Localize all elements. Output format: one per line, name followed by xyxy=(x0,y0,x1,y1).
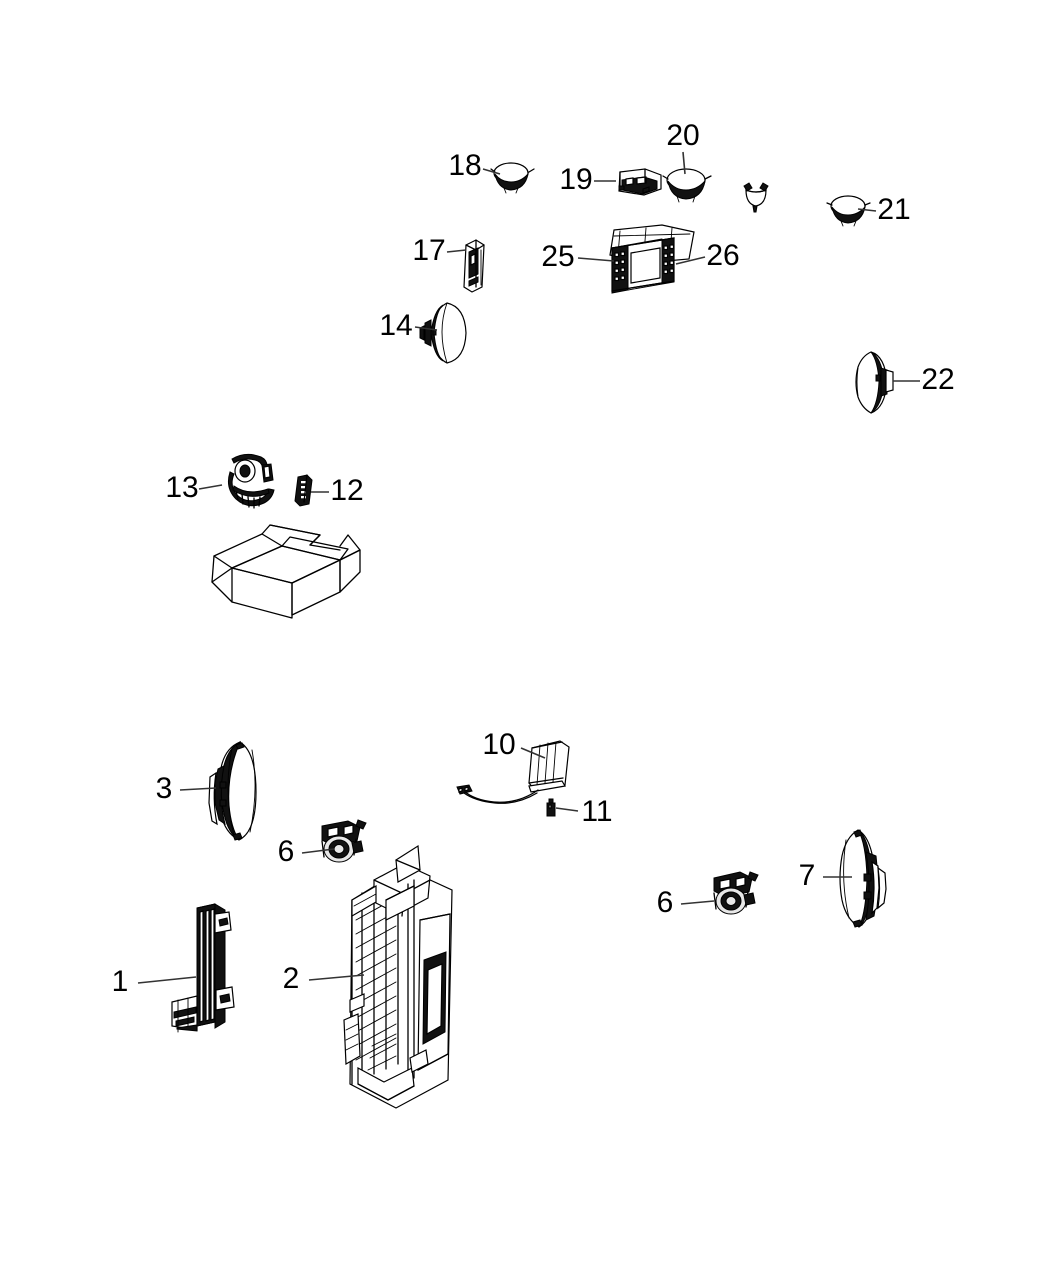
callout-number-6: 6 xyxy=(278,835,295,868)
leader-line-18 xyxy=(482,168,501,175)
callout-number-25: 25 xyxy=(541,240,574,273)
part-subwoofer-enclosure[interactable] xyxy=(343,844,453,1109)
callout-11-microphone-clip[interactable]: 11 xyxy=(555,795,613,828)
part-front-door-speaker-right[interactable] xyxy=(839,829,887,928)
part-mid-range-speaker-left[interactable] xyxy=(321,819,367,863)
part-microphone-clip[interactable] xyxy=(546,798,556,817)
callout-20-tweeter-center[interactable]: 20 xyxy=(666,119,700,175)
callout-7-front-door-speaker-right[interactable]: 7 xyxy=(799,859,852,892)
part-microphone[interactable] xyxy=(528,740,570,793)
callout-19-antenna-module[interactable]: 19 xyxy=(559,163,616,196)
part-tweeter-left[interactable] xyxy=(490,162,535,194)
callout-18-tweeter-left[interactable]: 18 xyxy=(448,149,501,182)
callout-25-radio-head-unit[interactable]: 25 xyxy=(541,240,615,273)
leader-line-25 xyxy=(577,257,615,262)
leader-line-6 xyxy=(680,900,715,905)
callout-14-rear-speaker[interactable]: 14 xyxy=(379,309,438,342)
part-shipping-box xyxy=(211,524,361,619)
callout-26-radio-bezel[interactable]: 26 xyxy=(675,239,740,272)
part-rear-speaker-right[interactable] xyxy=(855,351,894,414)
part-front-door-speaker-left[interactable] xyxy=(208,740,257,841)
callout-13-wireless-headphones[interactable]: 13 xyxy=(165,471,223,504)
callout-12-remote-control[interactable]: 12 xyxy=(311,474,364,507)
callout-number-12: 12 xyxy=(330,474,363,507)
part-remote-control[interactable] xyxy=(294,474,313,507)
callout-number-6: 6 xyxy=(657,886,674,919)
callout-6-mid-range-speaker-right[interactable]: 6 xyxy=(657,886,715,919)
callout-number-17: 17 xyxy=(412,234,445,267)
leader-line-11 xyxy=(555,807,579,812)
leader-line-26 xyxy=(675,256,706,265)
part-usb-media-hub[interactable] xyxy=(463,239,485,293)
leader-line-20 xyxy=(682,151,686,175)
leader-line-10 xyxy=(520,747,546,759)
leader-line-2 xyxy=(308,974,365,981)
callout-3-front-door-speaker-left[interactable]: 3 xyxy=(156,772,217,805)
part-amplifier[interactable] xyxy=(171,903,235,1033)
part-radio-head-unit[interactable] xyxy=(609,224,695,294)
callout-number-11: 11 xyxy=(581,795,612,828)
callout-21-tweeter-right[interactable]: 21 xyxy=(857,193,911,226)
callout-number-2: 2 xyxy=(283,962,300,995)
callout-number-26: 26 xyxy=(706,239,739,272)
callout-number-22: 22 xyxy=(921,363,954,396)
callout-10-microphone[interactable]: 10 xyxy=(482,728,546,761)
callout-17-usb-media-hub[interactable]: 17 xyxy=(412,234,467,267)
callout-number-14: 14 xyxy=(379,309,412,342)
leader-line-13 xyxy=(198,484,223,490)
leader-line-1 xyxy=(137,976,197,984)
part-speaker-bracket[interactable] xyxy=(743,182,769,213)
leader-line-3 xyxy=(179,787,217,791)
callout-number-3: 3 xyxy=(156,772,173,805)
callout-number-10: 10 xyxy=(482,728,515,761)
callout-number-20: 20 xyxy=(666,119,699,152)
part-microphone-harness xyxy=(456,784,539,804)
callout-number-21: 21 xyxy=(877,193,910,226)
part-mid-range-speaker-right[interactable] xyxy=(713,871,759,915)
callout-number-1: 1 xyxy=(112,965,129,998)
callout-number-18: 18 xyxy=(448,149,481,182)
part-rear-speaker[interactable] xyxy=(419,302,467,364)
part-antenna-module[interactable] xyxy=(618,168,662,196)
callout-number-13: 13 xyxy=(165,471,198,504)
leader-line-14 xyxy=(414,326,438,331)
callout-number-19: 19 xyxy=(559,163,592,196)
leader-line-6 xyxy=(301,848,335,854)
part-tweeter-center[interactable] xyxy=(662,168,712,203)
callout-1-amplifier[interactable]: 1 xyxy=(112,965,197,998)
part-wireless-headphones[interactable] xyxy=(228,453,275,509)
callout-6-mid-range-speaker-left[interactable]: 6 xyxy=(278,835,335,868)
part-tweeter-right[interactable] xyxy=(826,195,871,227)
callout-2-subwoofer-enclosure[interactable]: 2 xyxy=(283,962,365,995)
leader-line-21 xyxy=(857,208,877,212)
callout-22-rear-speaker-right[interactable]: 22 xyxy=(893,363,955,396)
callout-number-7: 7 xyxy=(799,859,816,892)
leader-line-17 xyxy=(446,249,467,253)
